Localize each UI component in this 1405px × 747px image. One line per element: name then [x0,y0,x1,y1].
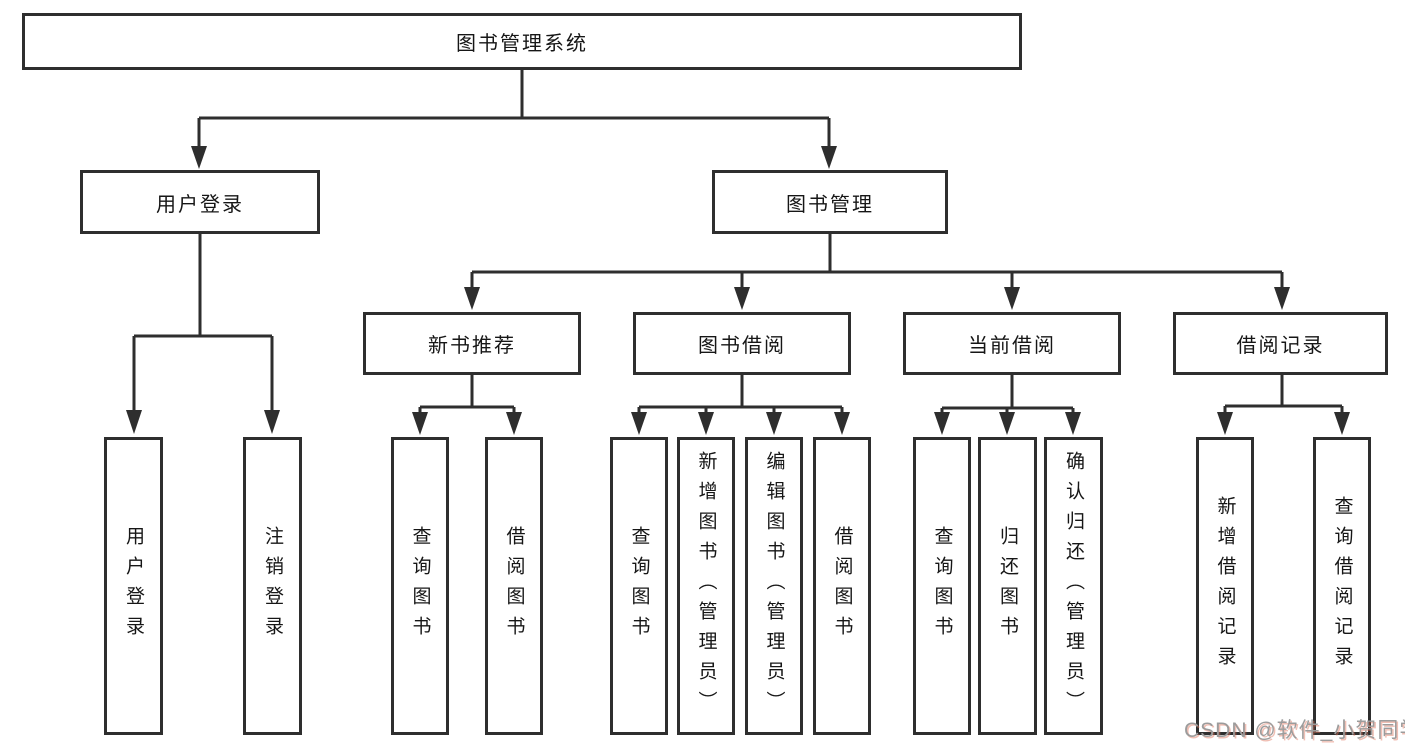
node-borrow-records-label: 借阅记录 [1236,335,1325,357]
node-current-borrow-label: 当前借阅 [968,335,1056,357]
leaf-record-query-label: 查询借阅记录 [1331,496,1353,676]
leaf-current-confirm-label: 确认归还（管理员） [1063,451,1084,721]
node-root-label: 图书管理系统 [456,33,588,55]
connector-borrow-records-to-leaves [1223,375,1344,414]
leaf-borrow-add: 新增图书（管理员） [677,437,735,735]
leaf-borrow-borrow-label: 借阅图书 [831,526,853,646]
leaf-borrow-query-label: 查询图书 [628,526,650,646]
leaf-borrow-edit-label: 编辑图书（管理员） [763,451,785,721]
node-user-login-label: 用户登录 [156,193,244,216]
leaf-newbook-query: 查询图书 [391,437,449,735]
arrowheads [126,146,1350,435]
leaf-logout-label: 注销登录 [262,526,283,646]
leaf-current-confirm: 确认归还（管理员） [1044,437,1103,735]
leaf-borrow-edit: 编辑图书（管理员） [745,437,803,735]
leaf-current-query-label: 查询图书 [931,526,953,646]
leaf-newbook-borrow-label: 借阅图书 [503,526,525,646]
connector-user-login-to-leaves [132,234,274,412]
node-new-book-rec: 新书推荐 [363,312,581,375]
leaf-borrow-add-label: 新增图书（管理员） [695,451,717,721]
leaf-current-return-label: 归还图书 [997,526,1018,646]
node-book-mgmt: 图书管理 [712,170,948,234]
leaf-record-add: 新增借阅记录 [1196,437,1254,735]
leaf-borrow-borrow: 借阅图书 [813,437,871,735]
node-book-borrow-label: 图书借阅 [698,335,786,357]
node-borrow-records: 借阅记录 [1173,312,1388,375]
node-book-borrow: 图书借阅 [633,312,851,375]
node-book-mgmt-label: 图书管理 [786,193,874,216]
leaf-record-add-label: 新增借阅记录 [1214,496,1236,676]
connector-new-book-to-leaves [418,375,516,414]
leaf-user-login: 用户登录 [104,437,163,735]
connector-book-borrow-to-leaves [637,375,844,414]
connector-root-to-level2 [197,69,831,150]
connector-book-mgmt-to-level3 [470,234,1284,290]
node-root: 图书管理系统 [22,13,1022,70]
node-user-login: 用户登录 [80,170,320,234]
node-current-borrow: 当前借阅 [903,312,1121,375]
leaf-borrow-query: 查询图书 [610,437,668,735]
connector-current-borrow-to-leaves [940,375,1075,414]
csdn-watermark: CSDN @软件_小贺同学 [1184,719,1405,742]
leaf-newbook-query-label: 查询图书 [409,526,431,646]
leaf-user-login-label: 用户登录 [123,526,144,646]
leaf-current-query: 查询图书 [913,437,971,735]
leaf-record-query: 查询借阅记录 [1313,437,1371,735]
leaf-newbook-borrow: 借阅图书 [485,437,543,735]
leaf-current-return: 归还图书 [978,437,1037,735]
node-new-book-rec-label: 新书推荐 [428,335,516,357]
leaf-logout: 注销登录 [243,437,302,735]
